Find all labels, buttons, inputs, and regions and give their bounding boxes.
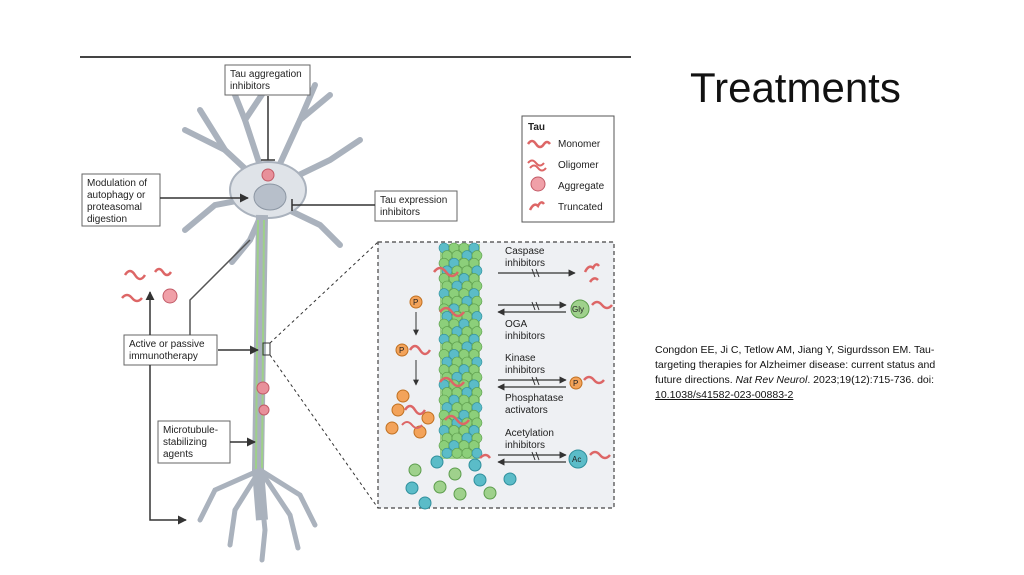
label-oga-0: OGA <box>505 319 528 330</box>
zoom-marker <box>262 342 271 356</box>
label-caspase-1: inhibitors <box>505 258 545 269</box>
citation: Congdon EE, Ji C, Tetlow AM, Jiang Y, Si… <box>655 343 955 403</box>
label-line: Tau aggregation <box>230 69 302 80</box>
label-tau-expression: Tau expression inhibitors <box>374 190 458 222</box>
citation-authors: Congdon EE, Ji C, Tetlow AM, Jiang Y, Si… <box>655 344 912 356</box>
label-line: Tau expression <box>380 195 447 206</box>
tubulin-bead <box>461 447 473 459</box>
label-line: immunotherapy <box>129 351 198 362</box>
neuron-aggregate <box>261 168 275 182</box>
citation-title: Tau-targeting therapies for Alzheimer di… <box>655 344 936 386</box>
gly-marker: Gly <box>572 305 584 314</box>
legend: Tau Monomer Oligomer Aggregate Truncated <box>521 115 615 223</box>
label-caspase-0: Caspase <box>505 246 545 257</box>
neuron-aggregate <box>258 404 270 416</box>
legend-item-monomer: Monomer <box>558 139 601 150</box>
phospho-label: P <box>399 346 404 355</box>
label-microtubule: Microtubule- stabilizing agents <box>157 420 231 464</box>
tubulin-bead <box>451 447 463 459</box>
citation-journal: Nat Rev Neurol <box>735 374 808 386</box>
label-line: digestion <box>87 214 127 225</box>
free-tubulin <box>405 455 517 510</box>
label-phosphatase-1: activators <box>505 405 548 416</box>
label-oga-1: inhibitors <box>505 331 545 342</box>
label-tau-aggregation: Tau aggregation inhibitors <box>224 64 311 96</box>
label-line: proteasomal <box>87 202 142 213</box>
extracellular-tau <box>121 267 178 304</box>
title-rule <box>80 56 631 58</box>
label-line: autophagy or <box>87 190 146 201</box>
label-immunotherapy: Active or passive immunotherapy <box>123 334 218 366</box>
legend-item-truncated: Truncated <box>558 202 603 213</box>
legend-item-aggregate: Aggregate <box>558 181 605 192</box>
phospho-label: P <box>413 298 418 307</box>
axon-terminals <box>197 467 318 563</box>
microtubule <box>438 242 483 459</box>
label-modulation: Modulation of autophagy or proteasomal d… <box>81 173 161 227</box>
zoom-panel: P P Caspase inhibitors Gly OGA inhibitor… <box>377 241 615 510</box>
label-acetylation-1: inhibitors <box>505 440 545 451</box>
label-kinase-0: Kinase <box>505 353 536 364</box>
citation-doi-link[interactable]: 10.1038/s41582-023-00883-2 <box>655 389 794 401</box>
label-line: inhibitors <box>230 81 270 92</box>
label-line: stabilizing <box>163 437 207 448</box>
label-line: Active or passive <box>129 339 205 350</box>
label-line: inhibitors <box>380 207 420 218</box>
slide-title: Treatments <box>690 64 901 111</box>
label-kinase-1: inhibitors <box>505 365 545 376</box>
legend-title: Tau <box>528 122 545 133</box>
label-acetylation-0: Acetylation <box>505 428 554 439</box>
label-line: Modulation of <box>87 178 147 189</box>
label-phosphatase-0: Phosphatase <box>505 393 564 404</box>
neuron-aggregate <box>256 381 270 395</box>
label-line: agents <box>163 449 193 460</box>
label-line: Microtubule- <box>163 425 218 436</box>
tubulin-bead <box>471 447 483 459</box>
phospho-pathway: P P <box>385 295 435 439</box>
tau-therapy-figure: Tau aggregation inhibitors Modulation of… <box>81 64 615 563</box>
legend-item-oligomer: Oligomer <box>558 160 599 171</box>
bound-tau <box>433 266 492 459</box>
tubulin-bead <box>441 447 453 459</box>
phospho-label: P <box>573 379 578 388</box>
nucleus <box>253 183 287 211</box>
ac-marker: Ac <box>572 455 581 464</box>
citation-details: . 2023;19(12):715-736. doi: <box>807 374 935 386</box>
